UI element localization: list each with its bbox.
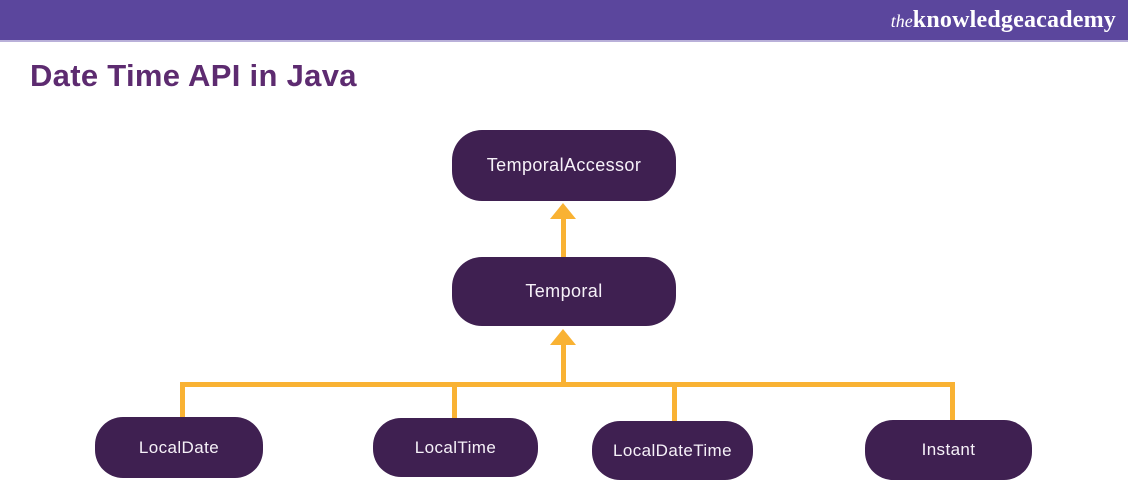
node-instant: Instant xyxy=(865,420,1032,480)
edge-drop-localdate xyxy=(180,382,185,420)
edge-drop-localtime xyxy=(452,382,457,421)
edge-horizontal-bus xyxy=(180,382,955,387)
edge-drop-localdatetime xyxy=(672,382,677,423)
node-temporalaccessor: TemporalAccessor xyxy=(452,130,676,201)
page-title: Date Time API in Java xyxy=(30,58,357,93)
brand-logo-the: the xyxy=(890,11,913,31)
arrowhead-up-temporalaccessor-icon xyxy=(550,203,576,219)
edge-drop-instant xyxy=(950,382,955,422)
brand-logo-academy: academy xyxy=(1023,7,1116,33)
brand-logo-knowledge: knowledge xyxy=(912,7,1024,33)
edge-temporal-to-temporalaccessor xyxy=(561,218,566,258)
node-localdatetime: LocalDateTime xyxy=(592,421,753,480)
node-localdate: LocalDate xyxy=(95,417,263,478)
node-temporal: Temporal xyxy=(452,257,676,326)
arrowhead-up-temporal-icon xyxy=(550,329,576,345)
node-localtime: LocalTime xyxy=(373,418,538,477)
edge-trunk-to-temporal xyxy=(561,344,566,385)
